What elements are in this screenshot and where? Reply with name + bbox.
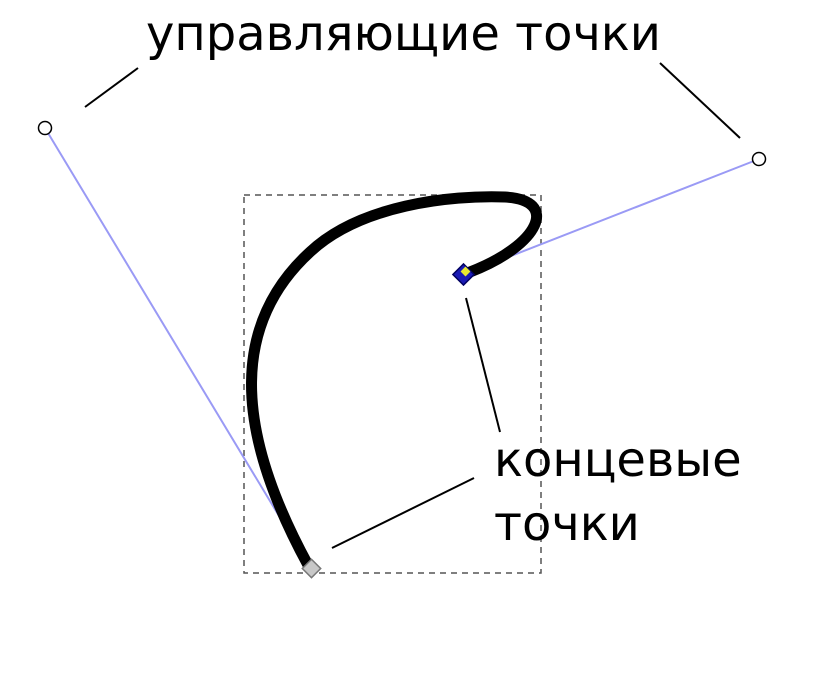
end-node-outer	[451, 262, 476, 287]
handle-line-left	[44, 127, 312, 570]
pointer-line-end-node	[465, 297, 501, 433]
pointer-line-start-node	[331, 477, 475, 549]
end-points-label-line2: точки	[494, 496, 640, 552]
bezier-curve[interactable]	[246, 191, 542, 571]
control-point-left[interactable]	[37, 120, 53, 136]
control-points-label: управляющие точки	[146, 6, 661, 62]
pointer-line-control-right	[659, 62, 741, 139]
control-point-right[interactable]	[751, 151, 767, 167]
start-node[interactable]	[301, 558, 322, 579]
pointer-line-control-left	[84, 67, 139, 108]
selection-bounding-box	[243, 194, 542, 574]
end-node[interactable]	[451, 262, 476, 287]
end-points-label-line1: концевые	[494, 432, 742, 488]
end-node-inner	[460, 266, 471, 277]
